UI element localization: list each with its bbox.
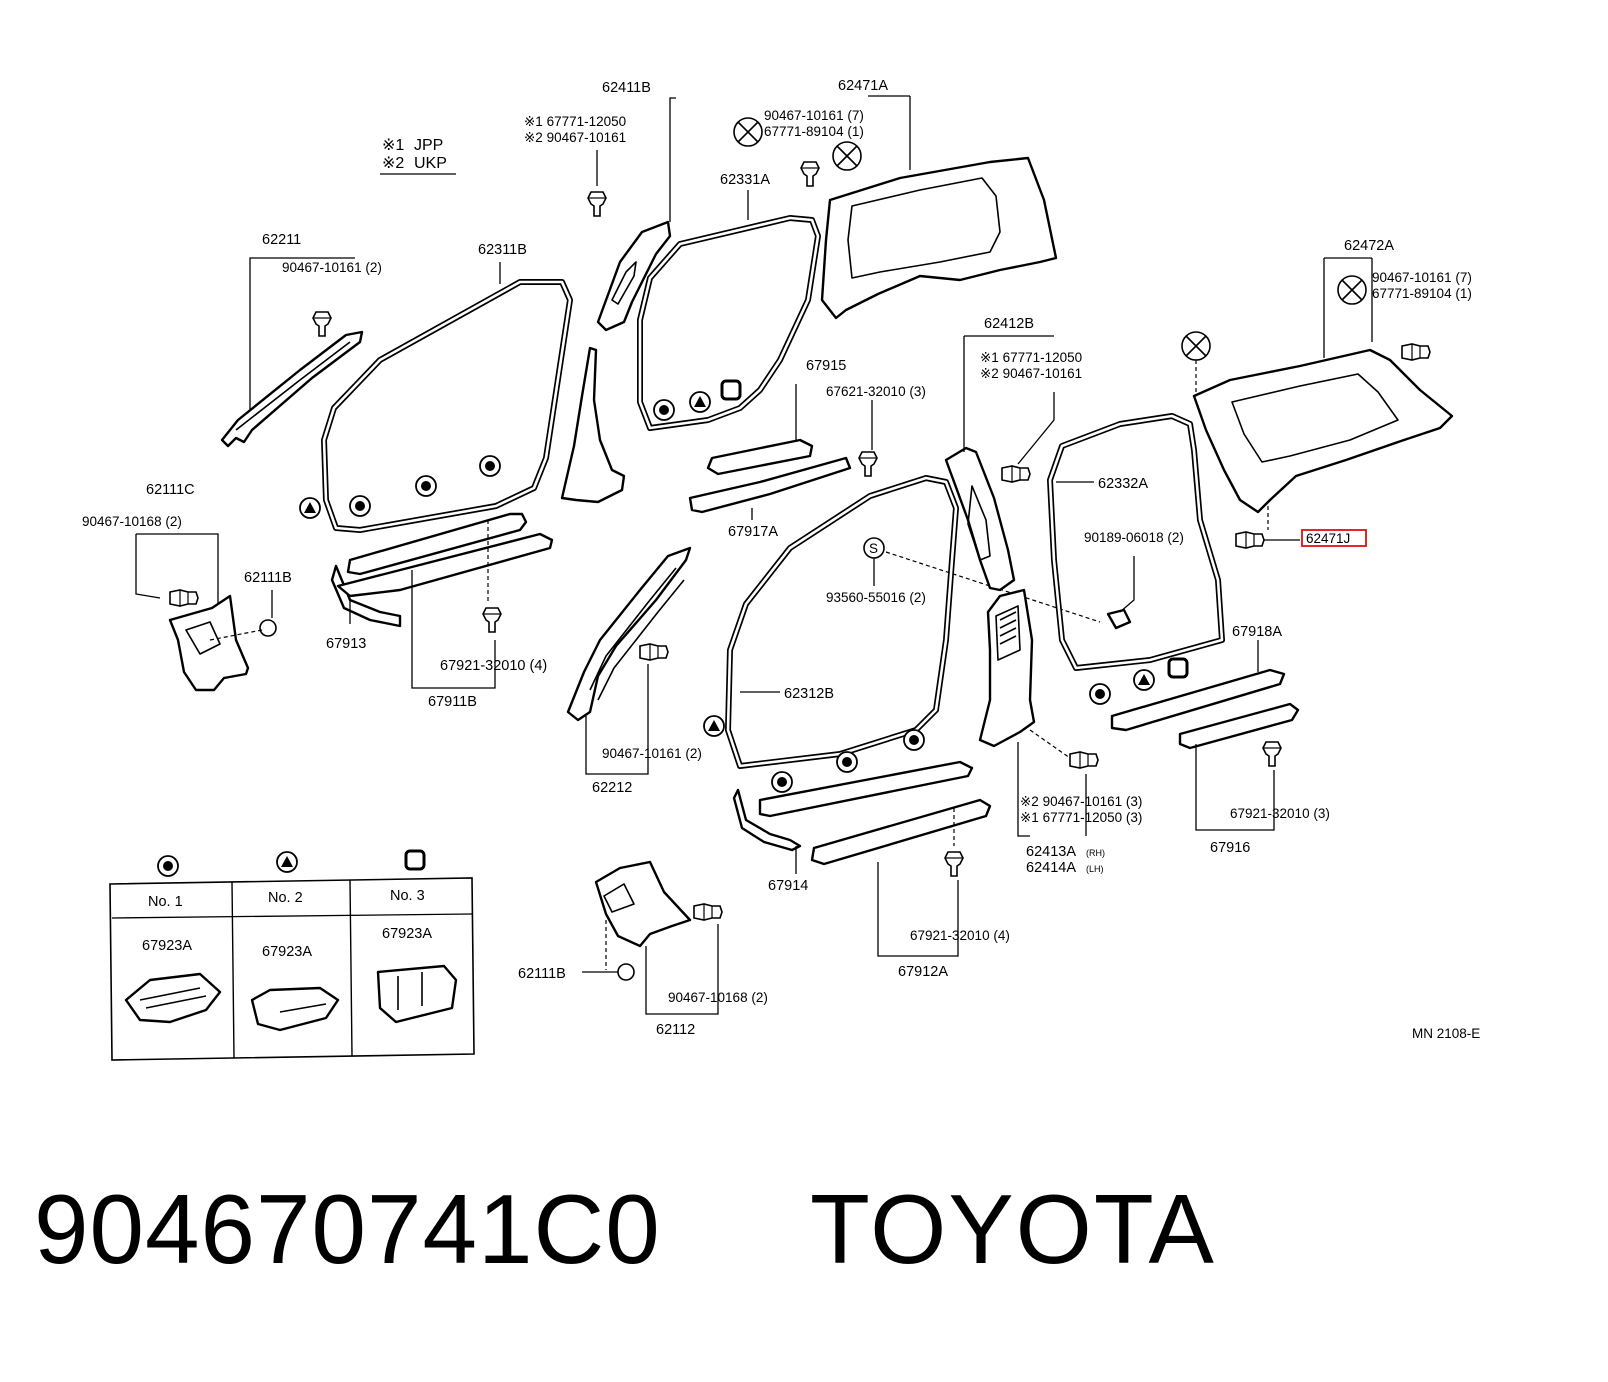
legend-mark-2: ※2: [382, 155, 404, 172]
part-62412B-pillar: 62412B ※1 67771-12050 ※2 90467-10161: [944, 316, 1082, 748]
table-part-3: 67923A: [382, 926, 432, 942]
label-62331A: 62331A: [720, 172, 770, 188]
drawing-id: MN 2108-E: [1412, 1026, 1480, 1041]
label-62471A: 62471A: [838, 78, 888, 94]
clip-no1-sketch: [124, 972, 222, 1024]
label-62472A: 62472A: [1344, 238, 1394, 254]
label-62413A: 62413A: [1026, 844, 1076, 860]
triangle-symbol: [276, 851, 298, 873]
table-header-3: No. 3: [390, 888, 425, 904]
label-note2-90467: ※2 90467-10161 (3): [1020, 794, 1142, 809]
part-62413A-clips: ※2 90467-10161 (3) ※1 67771-12050 (3) 62…: [1017, 729, 1142, 876]
legend-note: ※1 JPP ※2 UKP: [380, 137, 456, 175]
label-62414A: 62414A: [1026, 860, 1076, 876]
legend-label-ukp: UKP: [414, 155, 447, 172]
label-62471A-b: 67771-89104 (1): [764, 124, 864, 139]
label-67913: 67913: [326, 636, 366, 652]
label-62472A-a: 90467-10161 (7): [1372, 270, 1472, 285]
label-67915: 67915: [806, 358, 846, 374]
label-note1-67771: ※1 67771-12050 (3): [1020, 810, 1142, 825]
legend-label-jpp: JPP: [414, 137, 443, 154]
part-67918A-scuff: 67918A 67921-32010 (3) 67916: [1110, 624, 1330, 856]
label-90467-2b: 90467-10161 (2): [602, 746, 702, 761]
square-symbol: [404, 849, 426, 871]
label-67916: 67916: [1210, 840, 1250, 856]
footer-brand: TOYOTA: [810, 1174, 1216, 1284]
label-62111C: 62111C: [146, 482, 195, 498]
label-67921-3: 67921-32010 (3): [1230, 806, 1330, 821]
part-62211-garnish: 62211 90467-10161 (2): [220, 232, 382, 448]
label-67621: 67621-32010 (3): [826, 384, 926, 399]
label-67912A: 67912A: [898, 964, 948, 980]
label-62111B-b: 62111B: [518, 966, 566, 982]
label-67911B: 67911B: [428, 694, 477, 710]
circle-dot-symbol: [157, 855, 179, 877]
parts-diagram: ※1 JPP ※2 UKP 62211 90467-10161 (2) 6231…: [82, 78, 1480, 1061]
part-62111C-cowl-trim: 62111C 90467-10168 (2) 62111B: [82, 482, 292, 692]
part-62331A-door-seal: 62331A: [637, 172, 821, 431]
footer-part-number: 904670741C0: [34, 1174, 661, 1284]
highlight-box: [1301, 529, 1367, 547]
part-62411B-pillar: 62411B ※1 67771-12050 ※2 90467-10161: [524, 80, 676, 504]
label-90189: 90189-06018 (2): [1084, 530, 1184, 545]
part-67913-scuff: 67913 67921-32010 (4) 67911B: [326, 512, 554, 710]
part-67915-scuff: 67915 67621-32010 (3) 67917A: [688, 358, 926, 540]
label-67914: 67914: [768, 878, 808, 894]
label-62413A-side: (RH): [1086, 848, 1105, 858]
label-67918A: 67918A: [1232, 624, 1282, 640]
clip-no3-sketch: [376, 964, 458, 1024]
label-93560: 93560-55016 (2): [826, 590, 926, 605]
label-67921-4b: 67921-32010 (4): [910, 928, 1010, 943]
label-62212: 62212: [592, 780, 632, 796]
label-62411B-note2: ※2 90467-10161: [524, 130, 626, 145]
label-62472A-b: 67771-89104 (1): [1372, 286, 1472, 301]
label-62211-clip: 90467-10161 (2): [282, 260, 382, 275]
label-62471A-a: 90467-10161 (7): [764, 108, 864, 123]
label-62211: 62211: [262, 232, 301, 248]
label-62411B-note1: ※1 67771-12050: [524, 114, 626, 129]
svg-text:S: S: [869, 541, 878, 556]
label-62332A: 62332A: [1098, 476, 1148, 492]
label-62414A-side: (LH): [1086, 864, 1104, 874]
table-header-1: No. 1: [148, 894, 183, 910]
label-62312B: 62312B: [784, 686, 834, 702]
label-67921-4a: 67921-32010 (4): [440, 658, 547, 674]
label-67917A: 67917A: [728, 524, 778, 540]
clip-type-table: No. 1 No. 2 No. 3 67923A 67923A 67923A: [109, 849, 475, 1061]
part-62332A-door-seal: 62332A 90189-06018 (2): [1047, 413, 1225, 705]
part-67914-scuff: 67914 67921-32010 (4) 67912A: [732, 760, 1010, 980]
label-90467-10168b: 90467-10168 (2): [668, 990, 768, 1005]
label-62412B: 62412B: [984, 316, 1034, 332]
part-62312B-door-seal: 62312B S 93560-55016 (2): [703, 475, 1101, 793]
label-62111B-a: 62111B: [244, 570, 292, 586]
label-62471J: 62471J: [1306, 531, 1350, 546]
table-part-1: 67923A: [142, 938, 192, 954]
part-62472A-quarter-trim: 62471J 62472A 90467-10161 (7) 67771-8910…: [1181, 238, 1472, 549]
table-header-2: No. 2: [268, 890, 303, 906]
label-62412B-note2: ※2 90467-10161: [980, 366, 1082, 381]
label-62311B: 62311B: [478, 242, 527, 258]
table-part-2: 67923A: [262, 944, 312, 960]
part-62212-pillar-lower: 90467-10161 (2) 62212: [566, 546, 702, 796]
label-62412B-note1: ※1 67771-12050: [980, 350, 1082, 365]
label-62112: 62112: [656, 1022, 695, 1038]
part-62471A-quarter-trim: 62471A 90467-10161 (7) 67771-89104 (1): [733, 78, 1058, 320]
part-62112-cowl-trim: 62111B 90467-10168 (2) 62112: [518, 860, 768, 1038]
label-62411B: 62411B: [602, 80, 651, 96]
label-62111C-clip: 90467-10168 (2): [82, 514, 182, 529]
legend-mark-1: ※1: [382, 137, 404, 154]
part-62311B-door-seal: 62311B: [299, 242, 573, 533]
